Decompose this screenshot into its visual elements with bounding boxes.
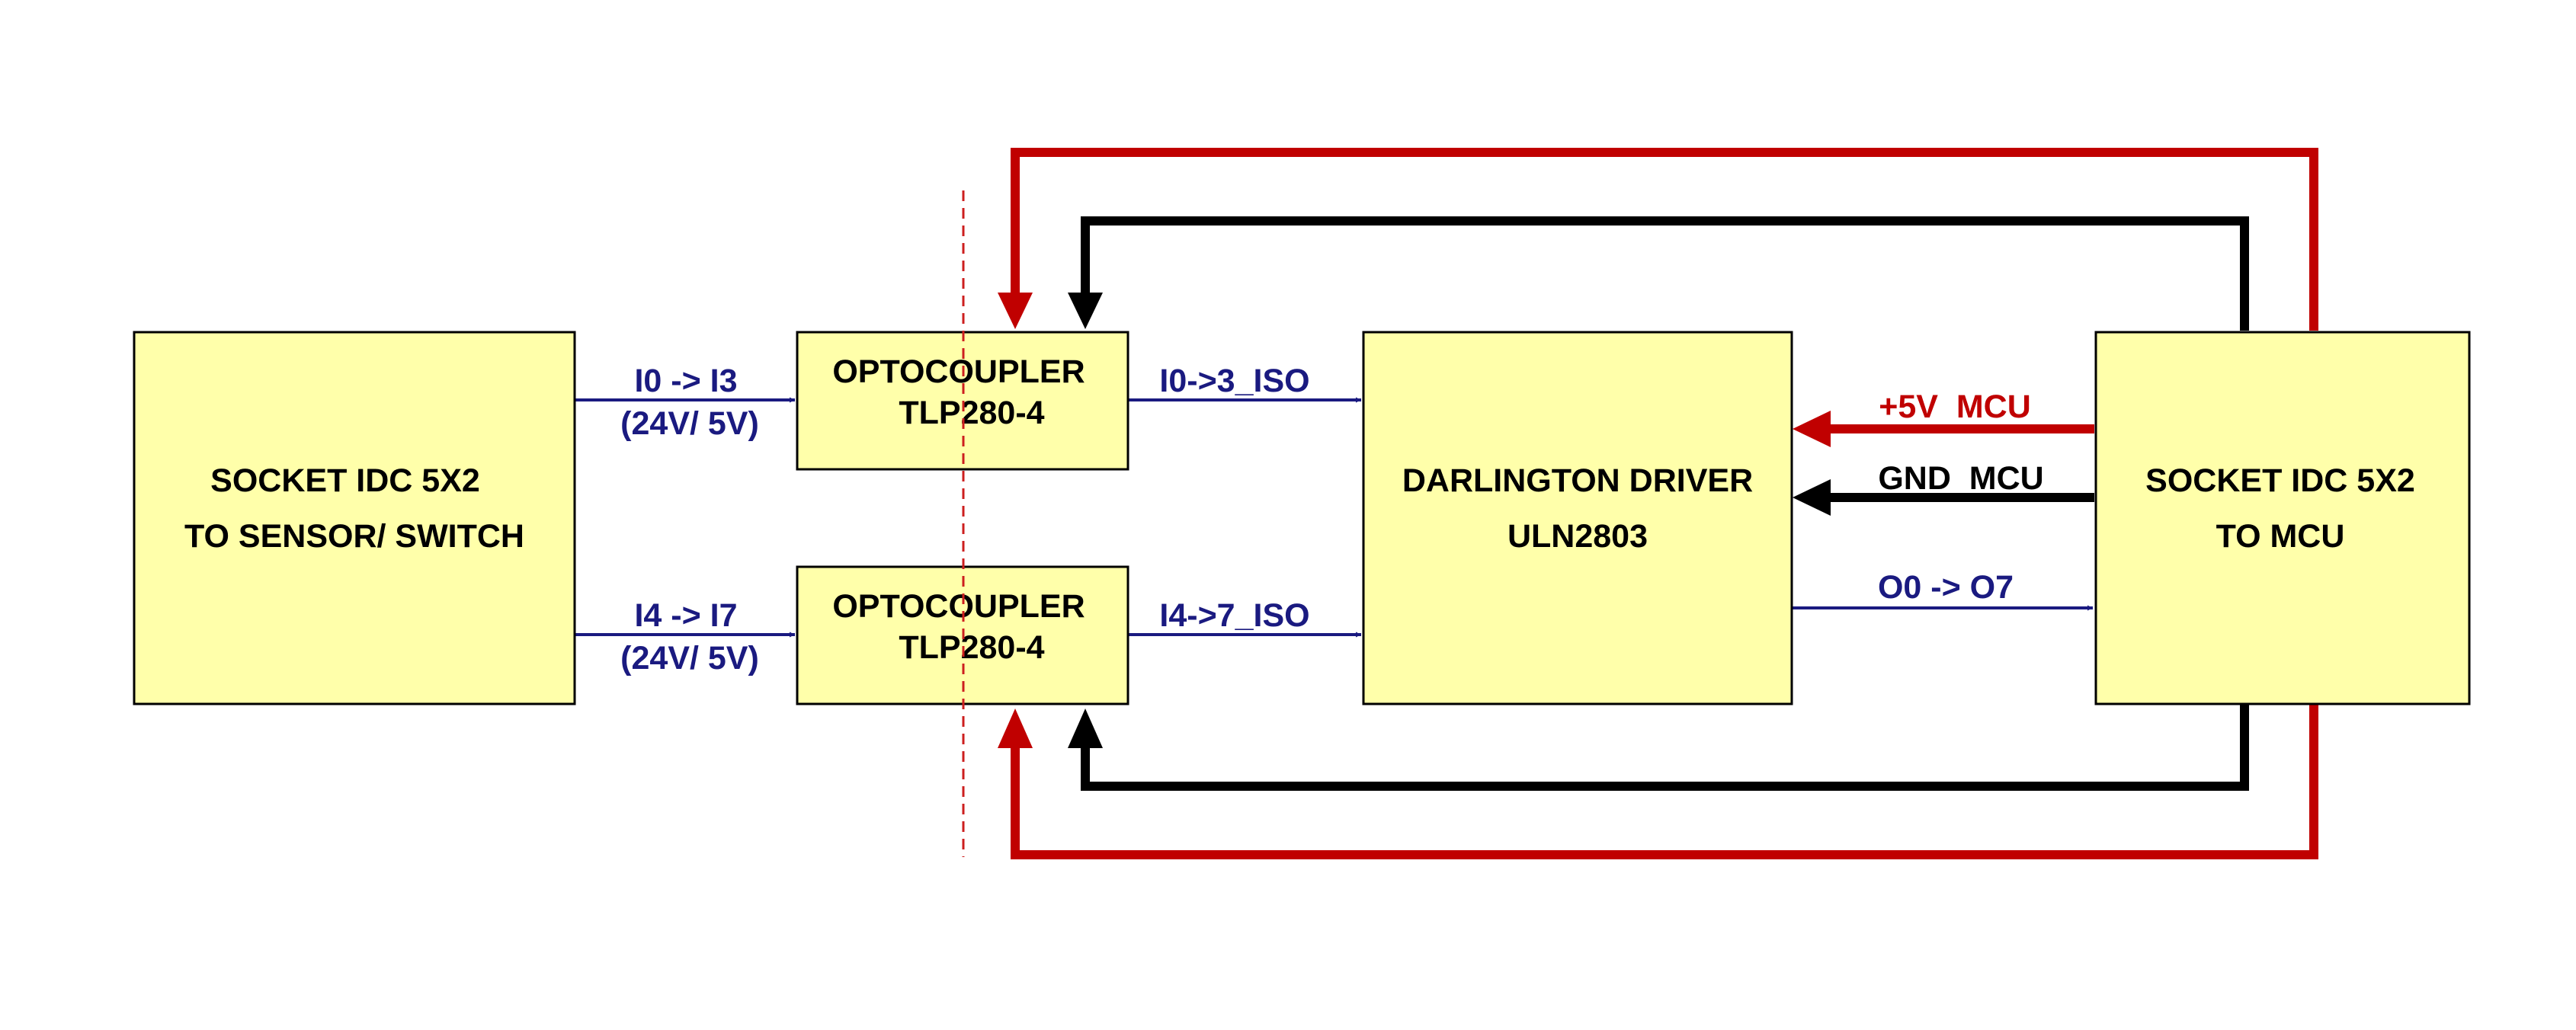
darlington-driver-part: ULN2803 xyxy=(1507,518,1648,555)
ground-loop-top xyxy=(1081,216,2249,331)
mcu-socket-title: SOCKET IDC 5X2 xyxy=(2145,462,2415,499)
optocoupler-top-title: OPTOCOUPLER xyxy=(832,353,1085,390)
optocoupler-bottom-part: TLP280-4 xyxy=(899,629,1044,666)
sensor-socket-block: SOCKET IDC 5X2 TO SENSOR/ SWITCH xyxy=(133,331,576,705)
label-in-high-voltage: (24V/ 5V) xyxy=(620,640,759,677)
sensor-socket-subtitle: TO SENSOR/ SWITCH xyxy=(184,518,524,555)
label-power-mcu: +5V MCU xyxy=(1879,389,2031,425)
ground-arrow-top xyxy=(1068,293,1103,329)
mcu-socket-block: SOCKET IDC 5X2 TO MCU xyxy=(2094,331,2471,705)
darlington-driver-title: DARLINGTON DRIVER xyxy=(1402,462,1753,499)
optocoupler-top-part: TLP280-4 xyxy=(899,395,1044,431)
darlington-driver-block: DARLINGTON DRIVER ULN2803 xyxy=(1362,331,1793,705)
power-arrow-driver xyxy=(1793,411,1831,447)
label-in-low: I0 -> I3 xyxy=(634,363,737,399)
label-iso-low: I0->3_ISO xyxy=(1159,363,1309,399)
power-arrow-top xyxy=(998,293,1033,329)
label-in-low-voltage: (24V/ 5V) xyxy=(620,405,759,442)
power-loop-bottom xyxy=(1011,702,2318,859)
label-ground-mcu: GND MCU xyxy=(1878,460,2043,497)
mcu-socket-subtitle: TO MCU xyxy=(2216,518,2345,555)
label-iso-high: I4->7_ISO xyxy=(1159,597,1309,634)
label-outputs: O0 -> O7 xyxy=(1878,569,2014,606)
optocoupler-bottom-title: OPTOCOUPLER xyxy=(832,588,1085,625)
ground-loop-bottom xyxy=(1081,702,2249,791)
power-loop-top xyxy=(1011,148,2318,331)
label-in-high: I4 -> I7 xyxy=(634,597,737,634)
ground-arrow-driver xyxy=(1793,479,1831,516)
power-arrow-bottom xyxy=(998,709,1033,748)
ground-arrow-bottom xyxy=(1068,709,1103,748)
sensor-socket-title: SOCKET IDC 5X2 xyxy=(210,462,480,499)
